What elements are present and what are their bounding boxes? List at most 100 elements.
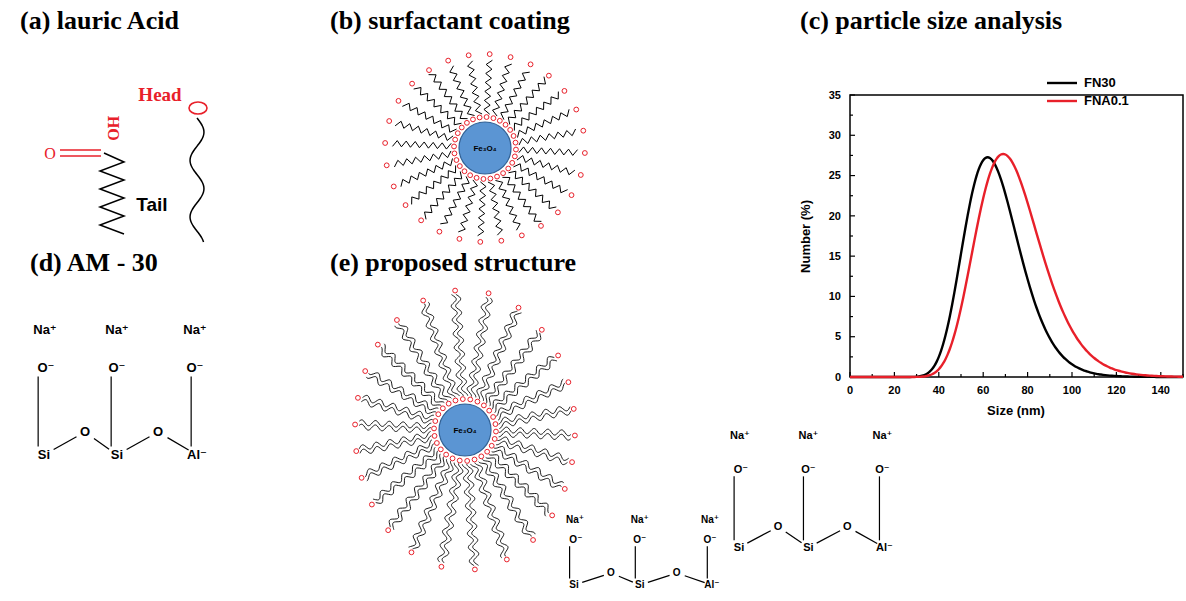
carboxyl-head <box>468 397 473 402</box>
alkyl-chain <box>498 383 565 421</box>
x-tick <box>1005 374 1006 377</box>
carboxyl-head <box>489 443 494 448</box>
x-tick-label: 140 <box>1152 384 1170 397</box>
bond-line <box>786 532 802 543</box>
x-tick-label: 40 <box>933 384 945 397</box>
carboxyl-head <box>384 163 389 168</box>
carboxyl-head <box>539 223 544 228</box>
alkyl-chain <box>462 464 474 565</box>
bond-line <box>817 531 840 543</box>
lauric-acid-drawing <box>60 102 207 242</box>
alkyl-chain <box>509 171 557 208</box>
aluminosilicate-bonds <box>734 476 879 543</box>
carboxyl-head <box>421 298 426 303</box>
alkyl-chain <box>409 459 450 547</box>
carboxyl-head <box>503 122 508 127</box>
alkyl-chain <box>493 64 512 116</box>
legend-line <box>1047 81 1077 83</box>
legend-sample <box>1046 78 1078 88</box>
carboxyl-head <box>437 229 442 234</box>
x-tick <box>1071 372 1072 377</box>
carboxyl-head <box>487 52 492 57</box>
carboxyl-head <box>356 395 361 400</box>
carboxyl-head <box>477 115 482 120</box>
carboxyl-head <box>387 119 392 124</box>
y-tick <box>850 276 853 277</box>
carboxyl-head <box>454 158 459 163</box>
y-tick-label: 15 <box>829 250 841 263</box>
carboxyl-head <box>375 342 380 347</box>
bridging-oxygen: O <box>80 425 90 440</box>
y-tick-label: 30 <box>829 129 841 142</box>
carboxyl-head <box>555 210 560 215</box>
alkyl-chain <box>360 436 431 454</box>
carboxyl-head <box>494 429 499 434</box>
bond-line <box>168 438 189 450</box>
bond-line <box>685 576 705 583</box>
alkyl-chain <box>414 88 462 125</box>
carboxyl-head <box>459 125 464 130</box>
y-tick <box>850 256 855 257</box>
alkyl-chain <box>517 156 575 175</box>
carboxyl-head <box>434 441 439 446</box>
sodium-ion: Na⁺ <box>798 429 818 442</box>
y-tick-label: 20 <box>829 210 841 223</box>
carboxyl-head <box>578 173 583 178</box>
carboxyl-head <box>446 401 451 406</box>
x-tick <box>1049 374 1050 377</box>
bond-line <box>648 575 670 582</box>
bond-line <box>54 437 77 450</box>
particle-circle <box>459 122 511 174</box>
x-tick-label: 120 <box>1107 384 1125 397</box>
bond-line <box>747 531 770 543</box>
carboxyl-head <box>582 151 587 156</box>
carboxyl-head <box>369 502 374 507</box>
panel-heading: (d) AM - 30 <box>30 248 158 278</box>
head-label: Head <box>138 84 181 106</box>
tail-label: Tail <box>136 194 167 216</box>
carboxyl-head <box>452 151 457 156</box>
bond-line <box>582 575 604 582</box>
carboxyl-head <box>419 218 424 223</box>
alkyl-chain <box>359 431 430 449</box>
carboxyl-head <box>409 550 414 555</box>
alkyl-chain <box>394 151 451 167</box>
particle-label: Fe₃O₄ <box>453 426 476 435</box>
x-tick-label: 20 <box>888 384 900 397</box>
legend-text: FN30 <box>1084 75 1116 90</box>
alkyl-chain <box>484 60 492 114</box>
nanoparticle-core: Fe₃O₄ <box>438 403 492 457</box>
carboxyl-head <box>510 160 515 165</box>
carboxyl-head <box>474 175 479 180</box>
carboxyl-head <box>566 380 571 385</box>
alkyl-chain <box>499 431 571 440</box>
carboxyl-head <box>581 128 586 133</box>
carboxyl-head <box>573 433 578 438</box>
alkyl-chain <box>429 75 468 119</box>
hydroxyl-group: OH <box>105 116 123 141</box>
carboxyl-head <box>403 203 408 208</box>
carboxyl-head <box>436 412 441 417</box>
silicon-atom: Si <box>734 541 744 554</box>
sodium-ion: Na⁺ <box>105 323 128 338</box>
x-tick-label: 60 <box>977 384 989 397</box>
carboxyl-head <box>438 447 443 452</box>
silicon-atom: Si <box>38 448 50 463</box>
carboxyl-head <box>452 144 457 149</box>
alkyl-chain <box>451 295 463 396</box>
carboxyl-head <box>427 68 432 73</box>
alkyl-tail-zigzag <box>100 153 124 234</box>
legend-entry: FNA0.1 <box>1046 93 1129 108</box>
alkyl-chain <box>514 92 558 131</box>
alkyl-chain <box>481 313 522 401</box>
carboxyl-head <box>457 458 462 463</box>
carboxyl-head <box>354 449 359 454</box>
carboxyl-head <box>485 449 490 454</box>
x-tick-label: 80 <box>1021 384 1033 397</box>
carboxyl-head <box>455 131 460 136</box>
carboxyl-head <box>432 434 437 439</box>
bond-line <box>191 376 192 446</box>
carboxyl-head <box>528 62 533 67</box>
y-tick <box>850 175 855 176</box>
oxygen-anion: O⁻ <box>633 534 646 546</box>
